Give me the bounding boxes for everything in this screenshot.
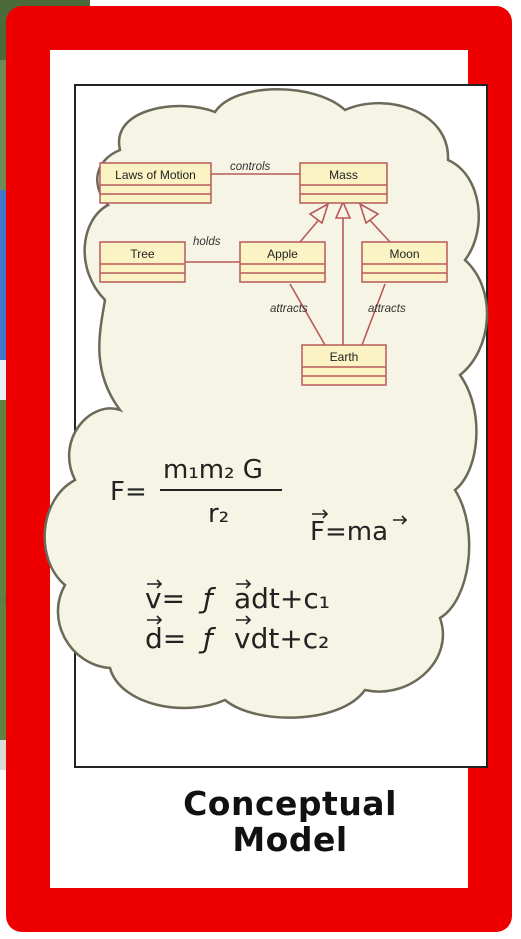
displacement-vector-arrow [147, 615, 163, 625]
gravity-lhs: F= [110, 477, 147, 507]
velocity-rhs: adt+c₁ [234, 582, 330, 615]
class-mass [299, 162, 388, 204]
displacement-rhs: vdt+c₂ [234, 622, 329, 655]
class-mass-name: Mass [329, 168, 358, 182]
displacement-integral: ƒ [198, 622, 217, 655]
class-tree-name: Tree [130, 247, 155, 261]
class-earth-name: Earth [330, 350, 359, 364]
class-apple-name: Apple [267, 247, 298, 261]
class-moon-name: Moon [389, 247, 419, 261]
velocity-lhs: v= [145, 582, 185, 615]
class-apple [239, 241, 326, 283]
velocity-equation: v= ƒ adt+c₁ [145, 579, 330, 615]
attracts-right-label: attracts [368, 303, 406, 315]
displacement-equation: d= ƒ vdt+c₂ [145, 615, 329, 655]
class-laws-of-motion [99, 162, 212, 204]
apple-earth-line [289, 283, 326, 346]
moon-earth-line [361, 283, 386, 346]
displacement-velocity-arrow [236, 615, 252, 625]
acceleration-vector-arrow [393, 515, 408, 525]
velocity-acceleration-arrow [236, 579, 252, 589]
class-earth [301, 344, 387, 386]
newton-text: F=ma [310, 517, 388, 547]
gravity-equation: F= m₁m₂ G r₂ [110, 455, 282, 529]
class-tree [99, 241, 186, 283]
displacement-lhs: d= [145, 622, 186, 655]
class-laws-of-motion-name: Laws of Motion [115, 168, 196, 182]
earth-generalization-arrow [334, 200, 352, 219]
caption-line-1: Conceptual [183, 784, 397, 823]
gravity-denominator: r₂ [208, 499, 229, 529]
moon-generalization-arrow [358, 202, 380, 225]
gravity-numerator: m₁m₂ G [163, 455, 263, 485]
apple-generalization-arrow [308, 202, 330, 225]
newton-equation: F=ma [310, 509, 408, 547]
attracts-left-label: attracts [270, 303, 308, 315]
caption: Conceptual Model [150, 786, 430, 858]
force-vector-arrow [312, 509, 329, 519]
class-moon [361, 241, 448, 283]
caption-line-2: Model [232, 820, 348, 859]
controls-label: controls [230, 161, 271, 173]
holds-label: holds [193, 236, 221, 248]
velocity-integral: ƒ [198, 582, 217, 615]
velocity-vector-arrow [147, 579, 163, 589]
